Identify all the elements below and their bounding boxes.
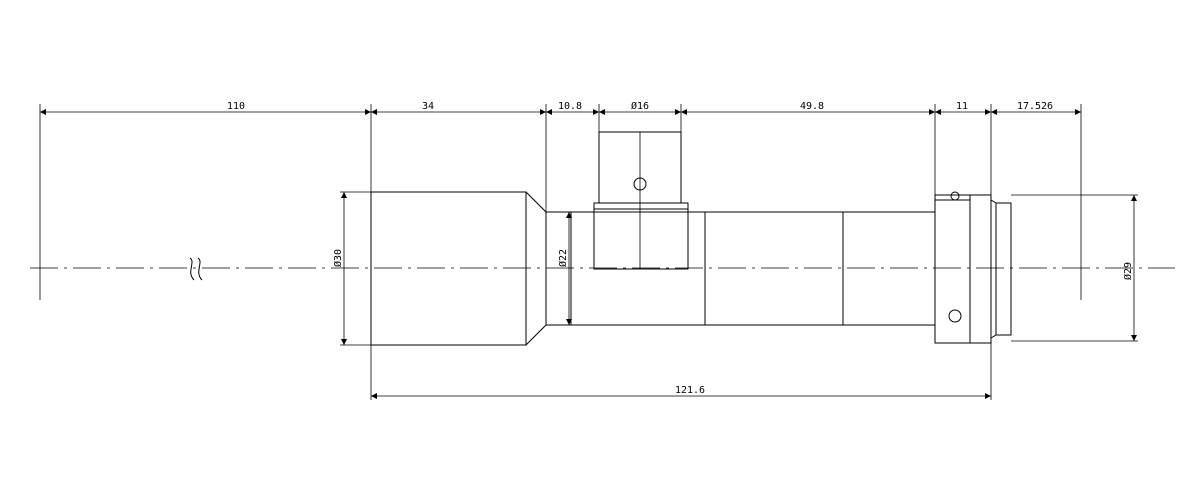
rear-flange bbox=[990, 199, 997, 339]
label-34: 34 bbox=[422, 101, 434, 112]
label-d16: Ø16 bbox=[631, 100, 649, 112]
rear-mount bbox=[995, 202, 1012, 336]
rear-housing bbox=[934, 194, 971, 344]
middle-tube bbox=[571, 211, 935, 326]
step-ring bbox=[545, 211, 572, 326]
rear-ring bbox=[969, 194, 992, 344]
label-11: 11 bbox=[956, 101, 968, 112]
side-port-screw-hole bbox=[633, 177, 647, 191]
label-110: 110 bbox=[227, 101, 245, 112]
label-17-526: 17.526 bbox=[1017, 101, 1053, 112]
label-d29: Ø29 bbox=[1122, 262, 1134, 280]
label-10-8: 10.8 bbox=[558, 101, 582, 112]
front-barrel bbox=[370, 191, 527, 346]
break-symbol-right bbox=[197, 257, 203, 281]
rear-top-screw bbox=[950, 191, 960, 201]
break-symbol-left bbox=[189, 257, 195, 281]
barrel-taper bbox=[525, 191, 547, 346]
label-d22: Ø22 bbox=[557, 249, 569, 267]
label-121-6: 121.6 bbox=[675, 385, 705, 396]
side-port-base bbox=[593, 202, 689, 270]
rear-screw-hole bbox=[948, 309, 962, 323]
label-d30: Ø30 bbox=[332, 249, 344, 267]
label-49-8: 49.8 bbox=[800, 101, 824, 112]
